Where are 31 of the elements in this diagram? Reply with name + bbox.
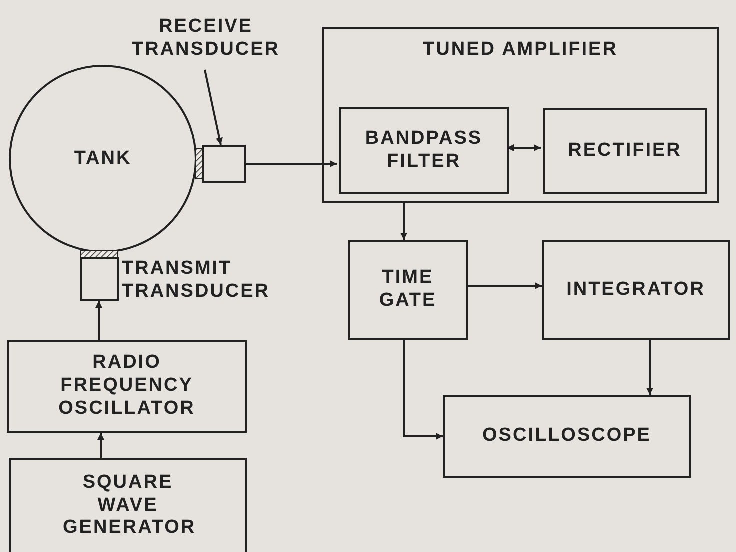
arrow bbox=[96, 301, 102, 340]
group-heading: TUNED AMPLIFIER bbox=[423, 39, 618, 62]
block-box bbox=[348, 240, 468, 340]
block-label: BANDPASS FILTER bbox=[364, 128, 484, 174]
block-label: OSCILLOSCOPE bbox=[482, 425, 652, 448]
group-box bbox=[322, 27, 719, 203]
block-label: TIME GATE bbox=[378, 267, 438, 313]
arrow bbox=[507, 144, 541, 152]
transducer-drawing bbox=[80, 250, 119, 301]
block-box bbox=[542, 240, 730, 340]
block-box bbox=[9, 458, 247, 552]
block-label: RADIO FREQUENCY OSCILLATOR bbox=[58, 352, 196, 421]
block-label: INTEGRATOR bbox=[566, 278, 706, 302]
arrow bbox=[400, 203, 408, 240]
component-label: RECEIVE TRANSDUCER bbox=[131, 16, 281, 62]
block-label: SQUARE WAVE GENERATOR bbox=[63, 472, 193, 540]
block-box bbox=[543, 108, 707, 194]
leader-line bbox=[204, 70, 223, 146]
arrow bbox=[98, 433, 104, 458]
block-label: TANK bbox=[74, 148, 132, 170]
component-label: TRANSMIT TRANSDUCER bbox=[122, 258, 271, 304]
arrow bbox=[468, 282, 542, 290]
block-box bbox=[339, 107, 509, 194]
arrow bbox=[403, 340, 443, 440]
tank-circle bbox=[9, 65, 197, 253]
arrow bbox=[246, 160, 337, 168]
block-box bbox=[7, 340, 247, 433]
block-box bbox=[443, 395, 691, 478]
block-label: RECTIFIER bbox=[567, 140, 683, 162]
transducer-drawing bbox=[195, 145, 246, 183]
arrow bbox=[646, 340, 654, 395]
